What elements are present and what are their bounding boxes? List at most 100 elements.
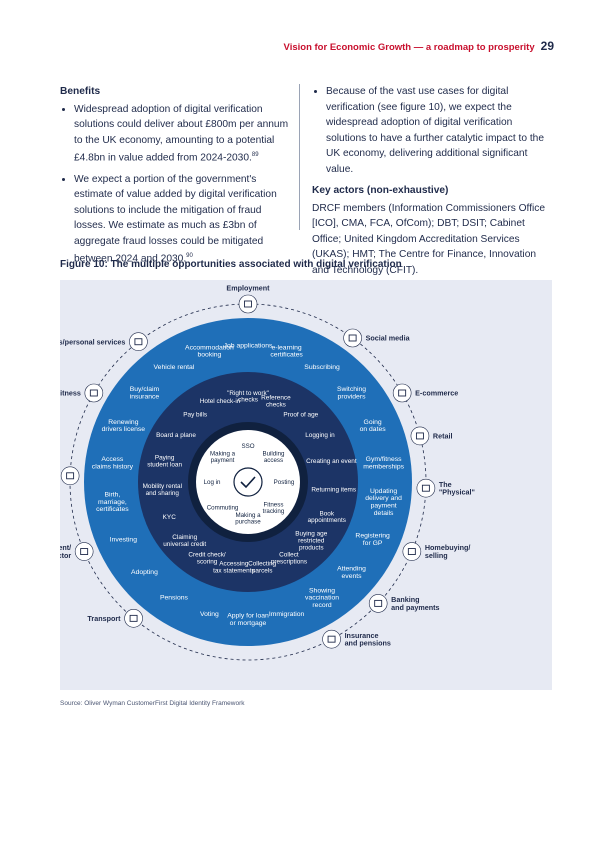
- sector-label-utilities: Utilities/personal services: [60, 337, 125, 346]
- comment-icon-glyph: [348, 334, 357, 342]
- key-actors-text: DRCF members (Information Commissioners …: [312, 202, 546, 276]
- inner-ring-item: Log in: [204, 479, 221, 486]
- house-icon-glyph: [407, 548, 416, 556]
- drop-icon: [129, 332, 148, 352]
- umbrella-icon-glyph: [327, 635, 336, 643]
- building-icon: [74, 542, 94, 561]
- outer-ring-item: Subscribing: [304, 364, 340, 371]
- middle-ring-item: Returning items: [311, 486, 356, 493]
- plane-icon: [124, 609, 143, 628]
- house-icon: [402, 542, 422, 561]
- outer-ring-item: Adopting: [131, 569, 158, 576]
- inner-ring-item: Posting: [274, 479, 295, 486]
- cart-icon-glyph: [398, 389, 407, 397]
- right-bullets: Because of the vast use cases for digita…: [312, 84, 548, 177]
- running-header: Vision for Economic Growth — a roadmap t…: [284, 39, 554, 53]
- middle-ring-item: Proof of age: [283, 411, 318, 418]
- right-column: Because of the vast use cases for digita…: [312, 84, 548, 278]
- middle-ring-item: Pay bills: [183, 411, 207, 418]
- outer-ring-item: Job applications: [224, 342, 273, 349]
- card-icon-glyph: [374, 599, 383, 607]
- footnote-ref: 89: [251, 152, 259, 158]
- drop-icon-glyph: [134, 338, 143, 346]
- middle-ring-item: Credit check/scoring: [188, 551, 226, 565]
- inner-ring-item: SSO: [241, 443, 254, 450]
- header-title: Vision for Economic Growth — a roadmap t…: [283, 42, 535, 53]
- stethoscope-icon: [60, 466, 80, 486]
- middle-ring-item: Creating an event: [306, 458, 357, 465]
- column-divider: [299, 84, 300, 230]
- cart-icon: [392, 383, 412, 403]
- sector-label-fitness: Fitness: [60, 389, 81, 398]
- register-icon: [410, 426, 430, 446]
- figure-title: Figure 10: The multiple opportunities as…: [60, 259, 402, 270]
- benefit-bullet: We expect a portion of the government's …: [74, 172, 292, 267]
- cube-icon-glyph: [421, 484, 430, 492]
- middle-ring-item: Hotel check-in: [200, 398, 241, 405]
- figure-source: Source: Oliver Wyman CustomerFirst Digit…: [60, 700, 245, 707]
- sector-label-employment: Employment: [226, 284, 270, 293]
- check-icon: [240, 476, 256, 489]
- sector-label-retail: Retail: [433, 431, 453, 440]
- outer-ring-item: Pensions: [160, 595, 189, 602]
- building-icon-glyph: [80, 548, 89, 556]
- briefcase-icon-glyph: [244, 300, 252, 308]
- footnote-ref: 90: [186, 253, 193, 260]
- briefcase-icon: [238, 294, 258, 314]
- dumbbell-icon: [84, 383, 104, 403]
- middle-ring-item: Board a plane: [156, 432, 196, 439]
- sector-label-government: Government/Public Sector: [60, 543, 71, 560]
- card-icon: [368, 594, 388, 613]
- comment-icon: [343, 328, 362, 348]
- sector-label-physical: The"Physical": [439, 480, 475, 497]
- sector-label-transport: Transport: [87, 614, 121, 623]
- sector-label-ecommerce: E-commerce: [415, 389, 458, 398]
- key-actors-heading: Key actors (non-exhaustive): [312, 185, 449, 196]
- register-icon-glyph: [415, 432, 424, 440]
- left-column: Benefits Widespread adoption of digital …: [60, 84, 292, 273]
- stethoscope-icon-glyph: [66, 472, 75, 480]
- dumbbell-icon-glyph: [89, 389, 98, 397]
- check-circle-icon: [233, 467, 263, 497]
- umbrella-icon: [322, 629, 341, 649]
- middle-ring-item: KYC: [163, 514, 177, 521]
- page-number: 29: [540, 39, 554, 53]
- outer-ring-item: Vehicle rental: [154, 364, 195, 371]
- cube-icon: [416, 478, 436, 498]
- right-bullet: Because of the vast use cases for digita…: [326, 84, 548, 177]
- middle-ring-item: "Right to work"checks: [227, 390, 269, 404]
- outer-ring-item: Immigration: [269, 611, 305, 618]
- outer-ring-item: Investing: [110, 536, 137, 543]
- benefits-list: Widespread adoption of digital verificat…: [60, 102, 292, 268]
- benefits-heading: Benefits: [60, 86, 101, 97]
- center-circle: [196, 430, 300, 534]
